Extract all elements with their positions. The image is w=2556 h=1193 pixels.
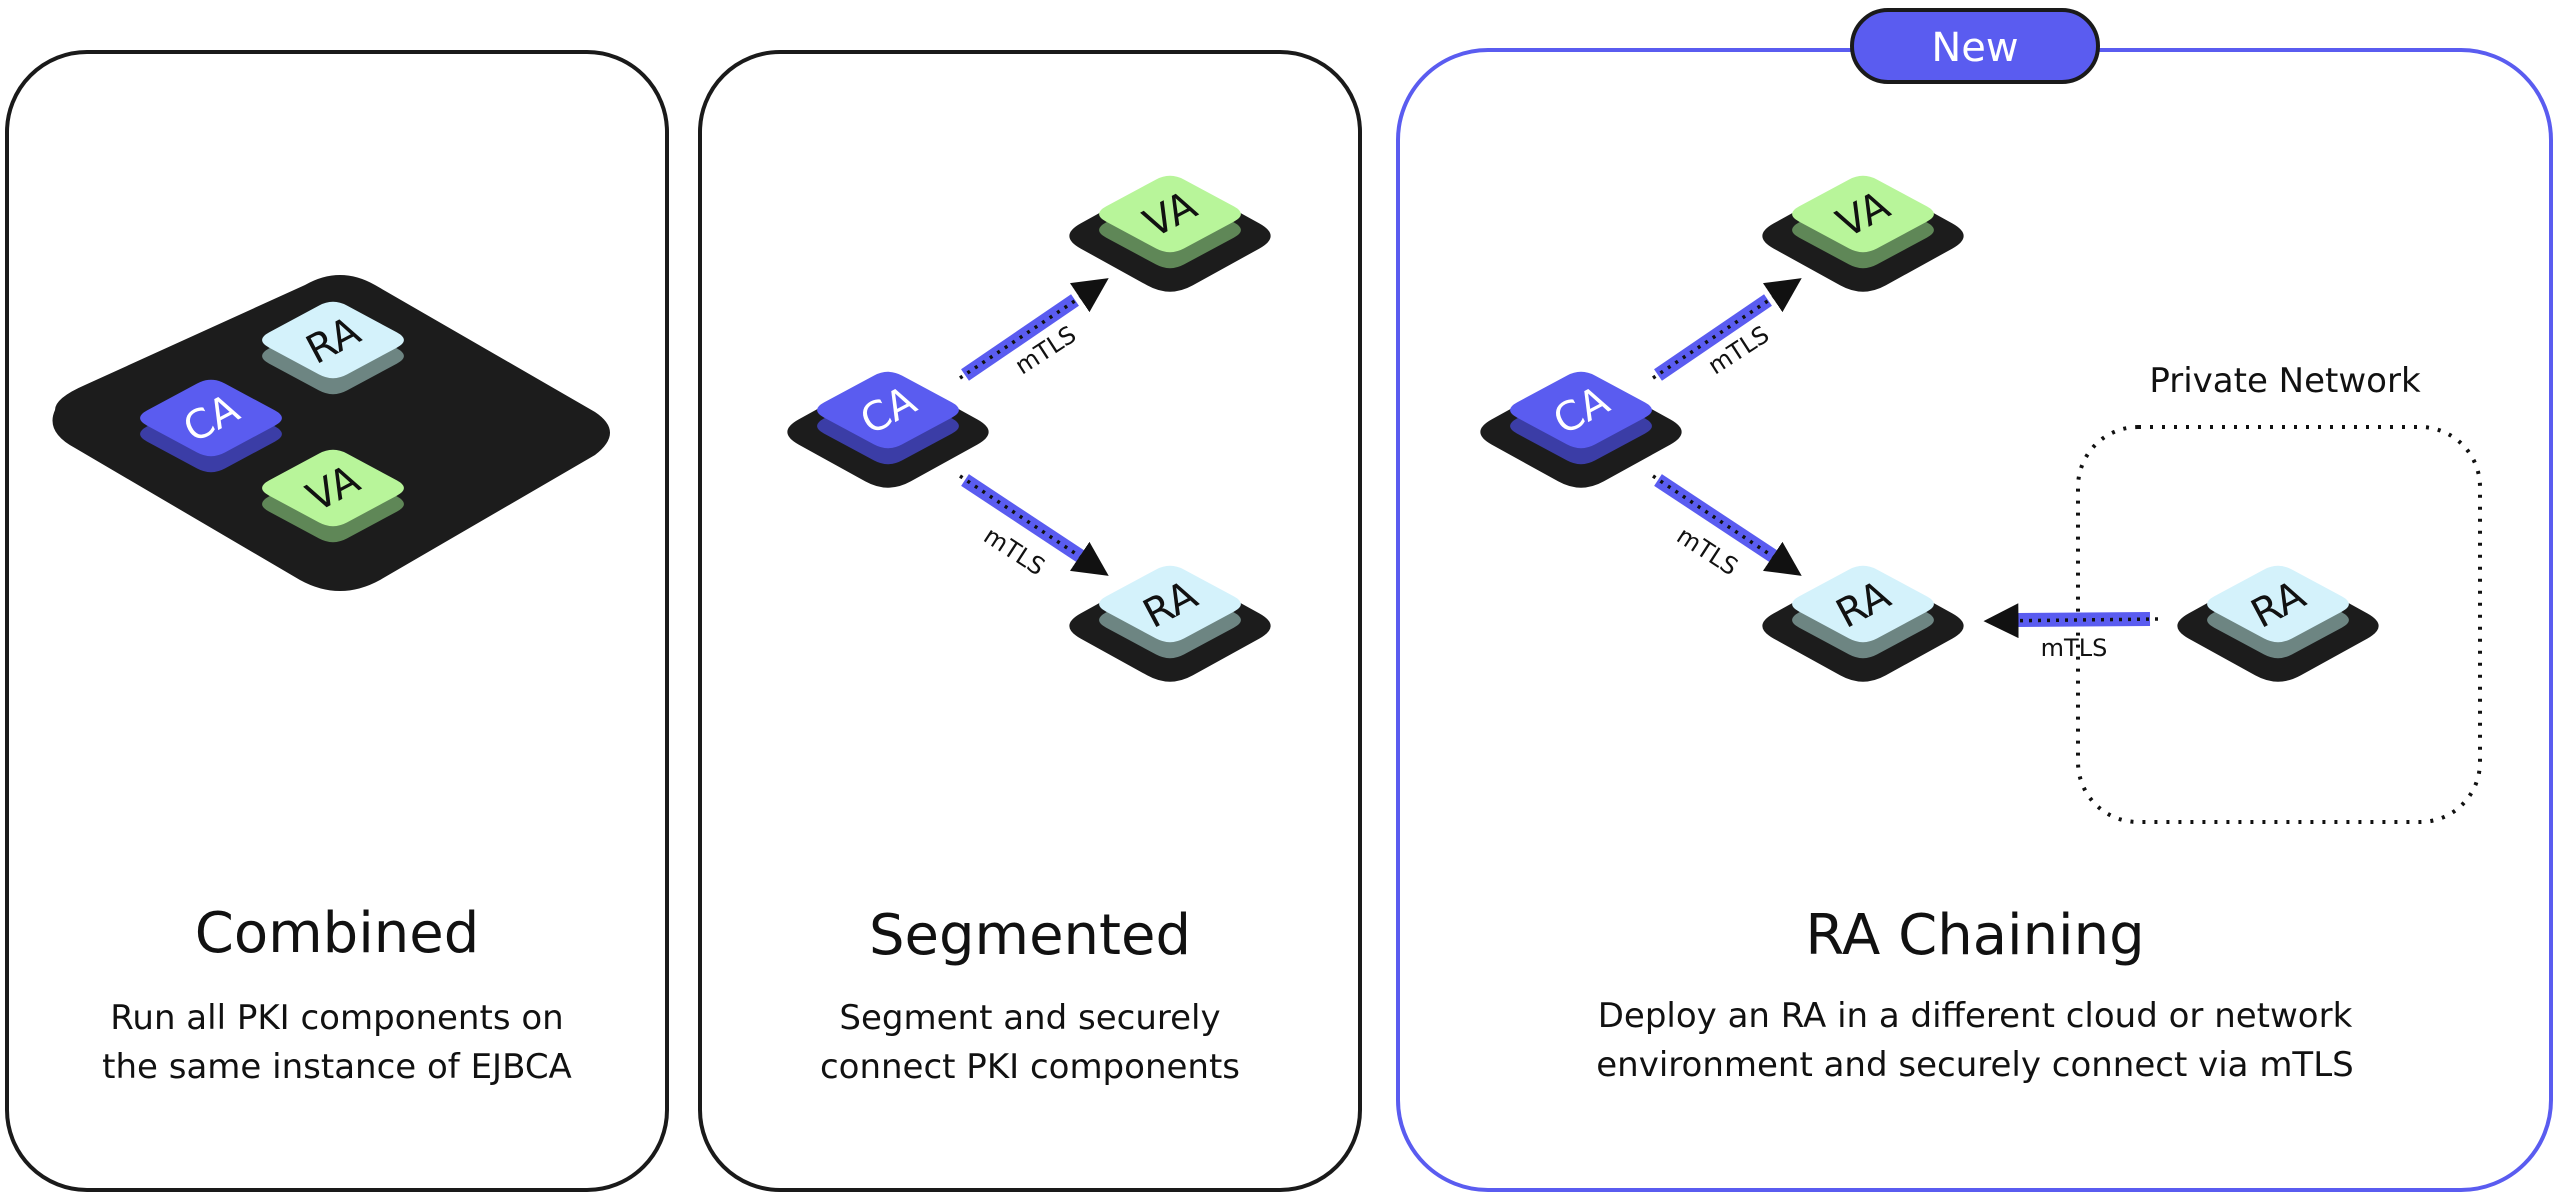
chaining-connection-ca-ra: mTLS — [1652, 474, 1802, 581]
segmented-va-node: VA — [1069, 175, 1271, 292]
private-network-label: Private Network — [2149, 361, 2421, 401]
card-combined-frame — [5, 50, 669, 1192]
card-ra-chaining-description-line-1: Deploy an RA in a different cloud or net… — [1598, 996, 2353, 1036]
chaining-remote-ra-node-tile: RA — [2207, 565, 2349, 659]
card-combined-description-line-2: the same instance of EJBCA — [102, 1047, 572, 1087]
card-ra-chaining-description-line-2: environment and securely connect via mTL… — [1596, 1045, 2353, 1085]
segmented-va-node-tile-face — [1099, 175, 1241, 253]
card-ra-chaining-title: RA Chaining — [1805, 903, 2144, 968]
combined-va-tile: VA — [262, 449, 404, 543]
chaining-remote-ra-node-tile-face — [2207, 565, 2349, 643]
segmented-ra-node: RA — [1069, 565, 1271, 682]
combined-base-platform — [52, 275, 610, 591]
card-segmented-title: Segmented — [869, 903, 1191, 968]
chaining-ra-node-tile-face — [1792, 565, 1934, 643]
chaining-ra-node: RA — [1762, 565, 1964, 682]
chaining-mtls-label-remote-ra: mTLS — [2041, 634, 2108, 662]
card-segmented-frame — [698, 50, 1362, 1192]
combined-ra-tile: RA — [262, 301, 404, 395]
chaining-connection-remote-ra-ra: mTLS — [1983, 603, 2159, 662]
combined-va-tile-face — [262, 449, 404, 527]
card-combined-description-line-1: Run all PKI components on — [110, 998, 563, 1038]
private-network-region: Private Network — [2076, 361, 2482, 824]
segmented-ca-node-tile-face — [817, 371, 959, 449]
chaining-va-node-tile: VA — [1792, 175, 1934, 269]
segmented-ca-node: CA — [787, 371, 989, 488]
segmented-ra-node-tile: RA — [1099, 565, 1241, 659]
combined-ra-tile-face — [262, 301, 404, 379]
chaining-ca-node-tile-face — [1510, 371, 1652, 449]
card-combined-title: Combined — [195, 901, 480, 966]
segmented-ca-node-tile: CA — [817, 371, 959, 465]
new-badge: New — [1850, 8, 2100, 84]
combined-ca-tile-face — [140, 379, 282, 457]
chaining-remote-ra-node: RA — [2177, 565, 2379, 682]
combined-ca-tile: CA — [140, 379, 282, 473]
chaining-ca-node: CA — [1480, 371, 1682, 488]
card-segmented-description-line-2: connect PKI components — [820, 1047, 1240, 1087]
card-segmented-description-line-1: Segment and securely — [839, 998, 1220, 1038]
chaining-ra-node-tile: RA — [1792, 565, 1934, 659]
segmented-ra-node-tile-face — [1099, 565, 1241, 643]
chaining-ca-node-tile: CA — [1510, 371, 1652, 465]
new-badge-label: New — [1931, 25, 2018, 71]
chaining-va-node: VA — [1762, 175, 1964, 292]
segmented-va-node-tile: VA — [1099, 175, 1241, 269]
chaining-va-node-tile-face — [1792, 175, 1934, 253]
